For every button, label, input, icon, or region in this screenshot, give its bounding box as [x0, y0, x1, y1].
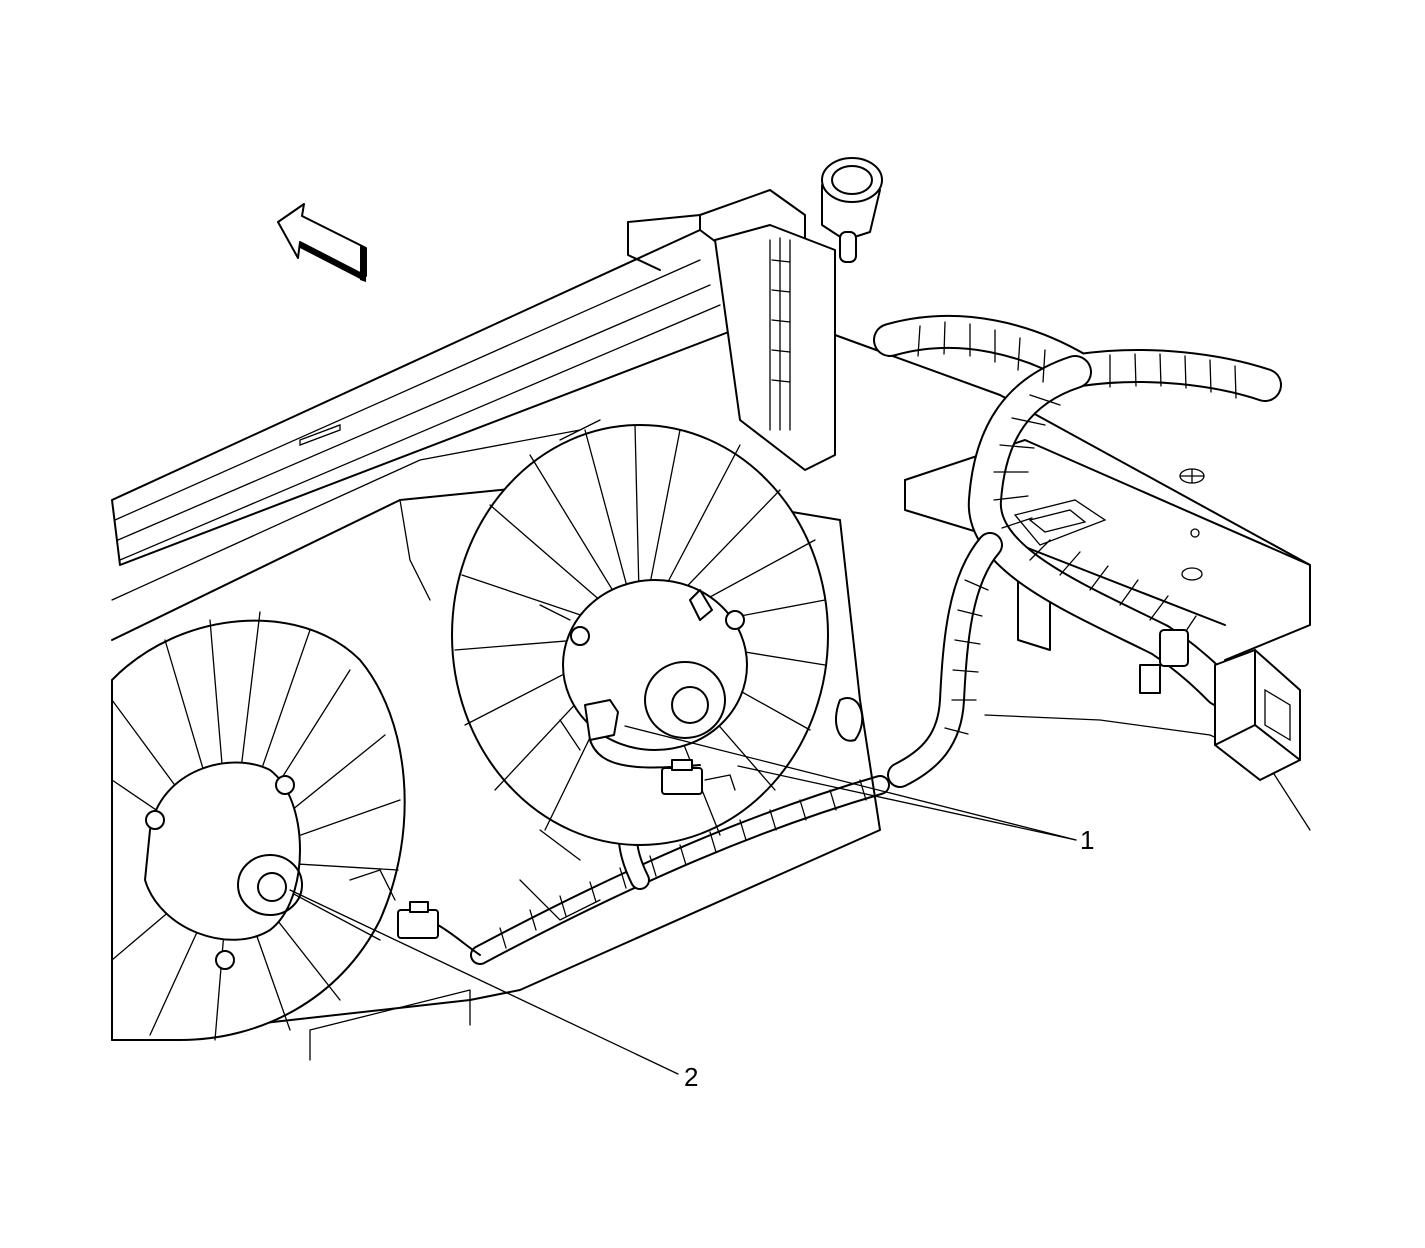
radiator-side-tank [714, 157, 883, 471]
harness-connector-block [1139, 629, 1301, 781]
front-direction-arrow-icon [277, 203, 367, 282]
callout-label-1: 1 [1080, 825, 1094, 855]
callout-leader-2 [289, 889, 679, 1075]
cooling-fan-right [451, 424, 829, 846]
cooling-fan-motor-connector-left [349, 869, 481, 956]
cooling-fan-left [111, 611, 406, 1041]
callout-label-2: 2 [684, 1062, 698, 1092]
vehicle-frame-panel [834, 334, 1311, 831]
cooling-fan-motor-connector-right [584, 699, 736, 795]
callout-leader-1 [624, 725, 1077, 841]
